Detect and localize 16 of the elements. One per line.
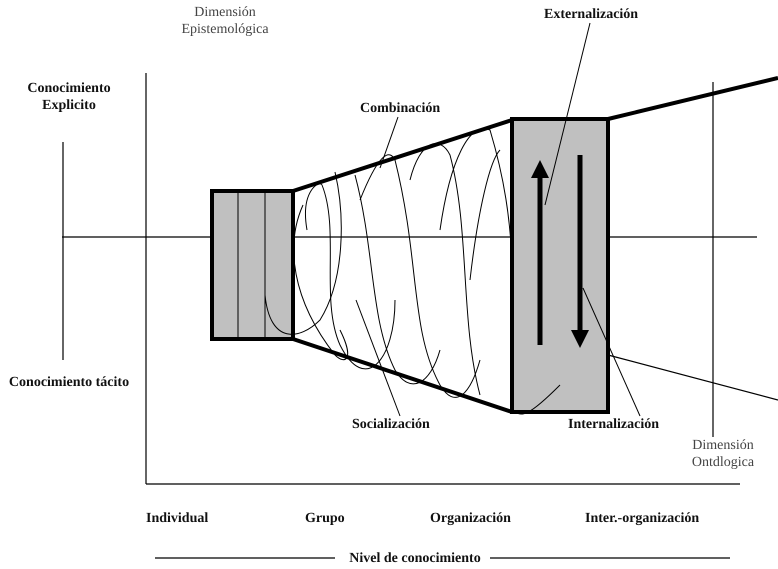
stage-label: Socialización	[352, 416, 430, 433]
stage-label: Combinación	[360, 100, 440, 117]
axis-end-label: Conocimiento tácito	[8, 374, 130, 391]
leader-line	[356, 300, 400, 416]
stage-label: Internalización	[568, 416, 659, 433]
axis-title: Nivel de conocimiento	[348, 550, 482, 567]
stage-label: Externalización	[544, 6, 638, 23]
leader-line	[582, 288, 640, 416]
axis-end-label: Conocimiento Explicito	[26, 80, 112, 114]
axis-title: Dimensión Epistemológica	[180, 4, 270, 38]
level-label: Grupo	[305, 510, 346, 527]
leader-line	[380, 116, 398, 168]
level-label: Individual	[146, 510, 210, 527]
level-label: Inter.-organización	[585, 510, 700, 527]
level-label: Organización	[430, 510, 512, 527]
leader-line	[544, 22, 590, 206]
